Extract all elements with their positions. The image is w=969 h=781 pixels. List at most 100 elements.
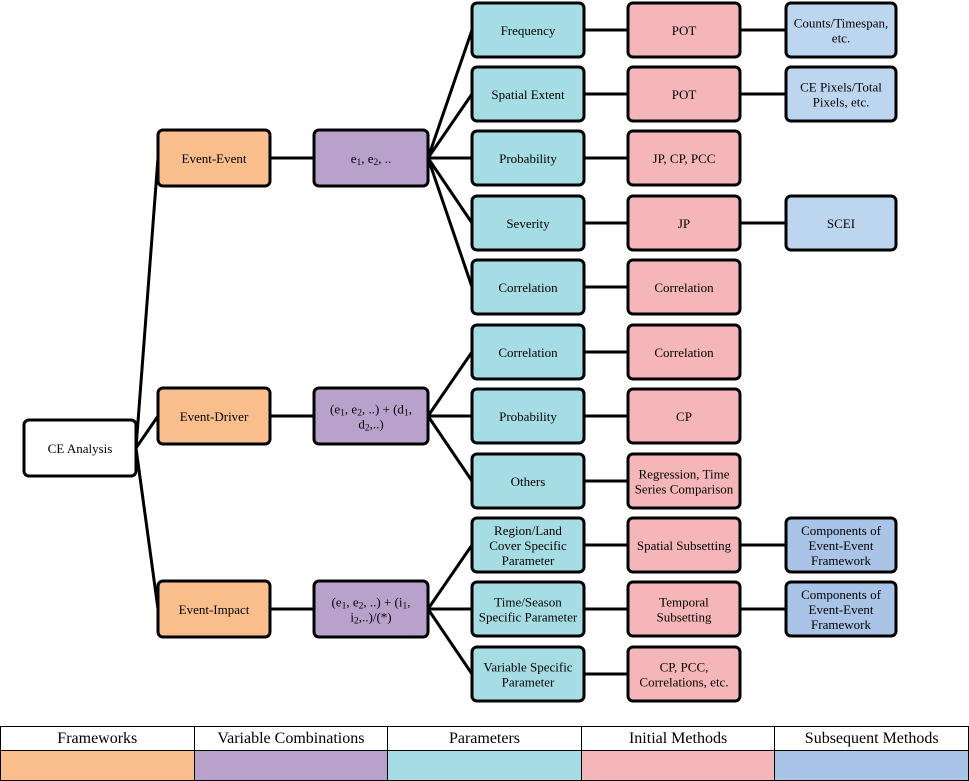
label-text: POT	[672, 23, 697, 38]
node-s-components-1-box	[784, 516, 898, 574]
label-text: JP	[678, 216, 690, 231]
node-m-correlation-1: Correlation	[626, 258, 742, 316]
label-text: , ..	[378, 151, 391, 166]
label-text: Correlation	[498, 280, 558, 295]
node-vc-ee-box	[312, 128, 430, 188]
node-m-pot-1-label-line-1: POT	[672, 23, 697, 38]
node-s-ce-pixels-label-line-1: CE Pixels/Total	[800, 79, 882, 94]
edge-vc-ei-to-p-region	[426, 543, 474, 611]
node-m-pot-2: POT	[626, 65, 742, 123]
diagram-nodes: CE AnalysisEvent-EventEvent-DriverEvent-…	[22, 1, 898, 703]
label-text: Correlation	[498, 345, 558, 360]
node-m-spatial-subsetting: Spatial Subsetting	[626, 516, 742, 574]
label-text: Pixels, etc.	[813, 94, 870, 109]
node-p-time-label-line-1: Time/Season	[494, 594, 562, 609]
subscript: 1	[340, 409, 345, 419]
node-root-label-line-1: CE Analysis	[48, 441, 113, 456]
node-vc-ei: (e1, e2, ..) + (i1,i2,..)/(*)	[312, 579, 430, 639]
node-p-frequency-label-line-1: Frequency	[501, 23, 556, 38]
legend-labels-row: Frameworks Variable Combinations Paramet…	[0, 726, 969, 751]
node-p-region-label-line-2: Cover Specific	[489, 538, 567, 553]
node-m-spatial-subsetting-label-line-1: Spatial Subsetting	[637, 538, 732, 553]
label-text: Framework	[811, 553, 871, 568]
label-text: Severity	[506, 216, 550, 231]
label-text: Event-Event	[182, 151, 247, 166]
node-s-counts: Counts/Timespan,etc.	[784, 1, 898, 59]
node-m-pot-1-box	[626, 1, 742, 59]
label-text: CE Analysis	[48, 441, 113, 456]
node-p-severity-label-line-1: Severity	[506, 216, 550, 231]
node-fw-event-impact-box	[156, 579, 272, 639]
legend-swatch-initial-methods	[580, 750, 776, 781]
label-text: , e	[361, 151, 374, 166]
legend-label-parameters: Parameters	[387, 726, 582, 751]
node-s-scei-box	[784, 194, 898, 252]
node-p-others: Others	[470, 452, 586, 510]
node-m-regression-label-line-1: Regression, Time	[638, 466, 729, 481]
label-text: Subsetting	[657, 609, 712, 624]
node-m-cp-box	[626, 387, 742, 445]
label-text: , e	[345, 401, 358, 416]
ce-analysis-tree-diagram: CE AnalysisEvent-EventEvent-DriverEvent-…	[22, 1, 898, 703]
node-p-correlation-1-box	[470, 258, 586, 316]
node-m-cp-pcc-corr-label-line-2: Correlations, etc.	[639, 674, 728, 689]
legend-swatches-row	[0, 750, 969, 781]
node-fw-event-impact: Event-Impact	[156, 579, 272, 639]
node-p-probability-2-box	[470, 387, 586, 445]
node-vc-ei-label-line-1: (e1, e2, ..) + (i1,	[332, 594, 411, 612]
node-s-ce-pixels-box	[784, 65, 898, 123]
diagram-edges	[134, 28, 788, 676]
node-vc-ee: e1, e2, ..	[312, 128, 430, 188]
label-text: i	[350, 609, 354, 624]
node-s-counts-box	[784, 1, 898, 59]
node-p-correlation-1-label-line-1: Correlation	[498, 280, 558, 295]
legend-label-subsequent-methods: Subsequent Methods	[774, 726, 969, 751]
label-text: Temporal	[659, 594, 709, 609]
node-m-temporal-subsetting-label-line-2: Subsetting	[657, 609, 712, 624]
label-text: ,	[409, 401, 412, 416]
node-vc-ee-label-line-1: e1, e2, ..	[351, 151, 392, 169]
label-text: e	[351, 151, 357, 166]
node-m-correlation-2: Correlation	[626, 323, 742, 381]
edge-vc-ee-to-p-correlation-1	[426, 156, 474, 289]
node-p-correlation-2-label-line-1: Correlation	[498, 345, 558, 360]
node-p-frequency-box	[470, 1, 586, 59]
edge-root-to-fw-event-driver	[134, 414, 160, 450]
edge-vc-ed-to-p-others	[426, 414, 474, 483]
node-m-jp-cp-pcc: JP, CP, PCC	[626, 129, 742, 187]
node-fw-event-event-label-line-1: Event-Event	[182, 151, 247, 166]
node-fw-event-driver: Event-Driver	[156, 386, 272, 446]
node-p-probability-2-label-line-1: Probability	[499, 409, 557, 424]
label-text: Correlations, etc.	[639, 674, 728, 689]
label-text: Spatial Extent	[491, 87, 565, 102]
label-text: Components of	[801, 523, 881, 538]
node-m-pot-2-label-line-1: POT	[672, 87, 697, 102]
label-text: JP, CP, PCC	[653, 151, 716, 166]
node-p-spatial-extent-box	[470, 65, 586, 123]
label-text: Cover Specific	[489, 538, 567, 553]
node-vc-ed-box	[312, 386, 430, 446]
label-text: Correlation	[654, 280, 714, 295]
node-s-components-1-label-line-2: Event-Event	[809, 538, 874, 553]
node-m-spatial-subsetting-box	[626, 516, 742, 574]
node-vc-ed-label-line-2: d2,..)	[358, 416, 383, 434]
node-vc-ed: (e1, e2, ..) + (d1,d2,..)	[312, 386, 430, 446]
edge-vc-ee-to-p-frequency	[426, 28, 474, 160]
label-text: Parameter	[502, 674, 555, 689]
node-vc-ei-label-line-2: i2,..)/(*)	[350, 609, 391, 627]
edge-vc-ee-to-p-spatial-extent	[426, 92, 474, 160]
node-p-probability-1: Probability	[470, 129, 586, 187]
label-text: Frequency	[501, 23, 556, 38]
label-text: CP, PCC,	[660, 659, 709, 674]
label-text: Probability	[499, 409, 557, 424]
node-root: CE Analysis	[22, 418, 138, 478]
label-text: (e	[330, 401, 340, 416]
node-s-components-2-label-line-2: Event-Event	[809, 602, 874, 617]
node-p-others-box	[470, 452, 586, 510]
node-p-probability-1-box	[470, 129, 586, 187]
